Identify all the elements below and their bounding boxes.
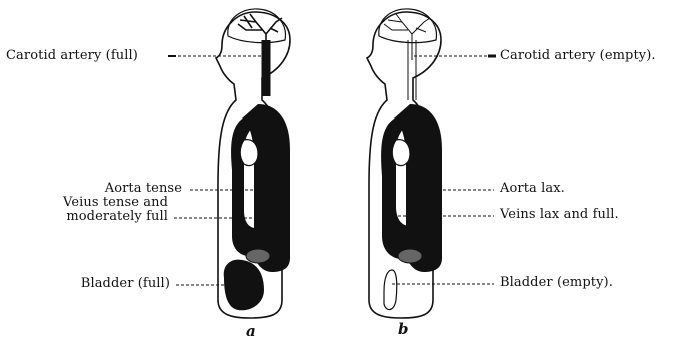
- figure-a-heart: [240, 140, 258, 166]
- label-a-aorta: Aorta tense: [70, 182, 182, 196]
- figure-a-brain-vessels: [238, 14, 282, 60]
- figure-b: [367, 9, 442, 318]
- figure-a-brain: [228, 9, 286, 43]
- figure-a: [216, 9, 290, 318]
- figure-b-brain-vessels: [384, 14, 430, 60]
- label-a-veins-line1: Veius tense and: [48, 196, 168, 210]
- figure-b-bladder: [384, 270, 397, 310]
- figure-b-letter: b: [398, 320, 409, 338]
- figure-a-kidney: [246, 249, 270, 263]
- figure-b-heart: [392, 140, 410, 166]
- label-a-bladder: Bladder (full): [40, 277, 170, 291]
- figure-a-letter: a: [246, 322, 256, 340]
- label-a-veins-line2: moderately full: [48, 210, 168, 224]
- figure-b-kidney: [398, 249, 422, 263]
- label-b-bladder: Bladder (empty).: [500, 276, 613, 290]
- label-b-carotid: Carotid artery (empty).: [500, 49, 656, 63]
- figure-a-bladder: [224, 260, 264, 311]
- label-b-aorta: Aorta lax.: [500, 182, 565, 196]
- figure-b-brain: [379, 9, 437, 43]
- label-b-veins: Veins lax and full.: [500, 208, 619, 222]
- label-a-carotid: Carotid artery (full): [6, 49, 138, 63]
- leader-lines: [168, 56, 494, 285]
